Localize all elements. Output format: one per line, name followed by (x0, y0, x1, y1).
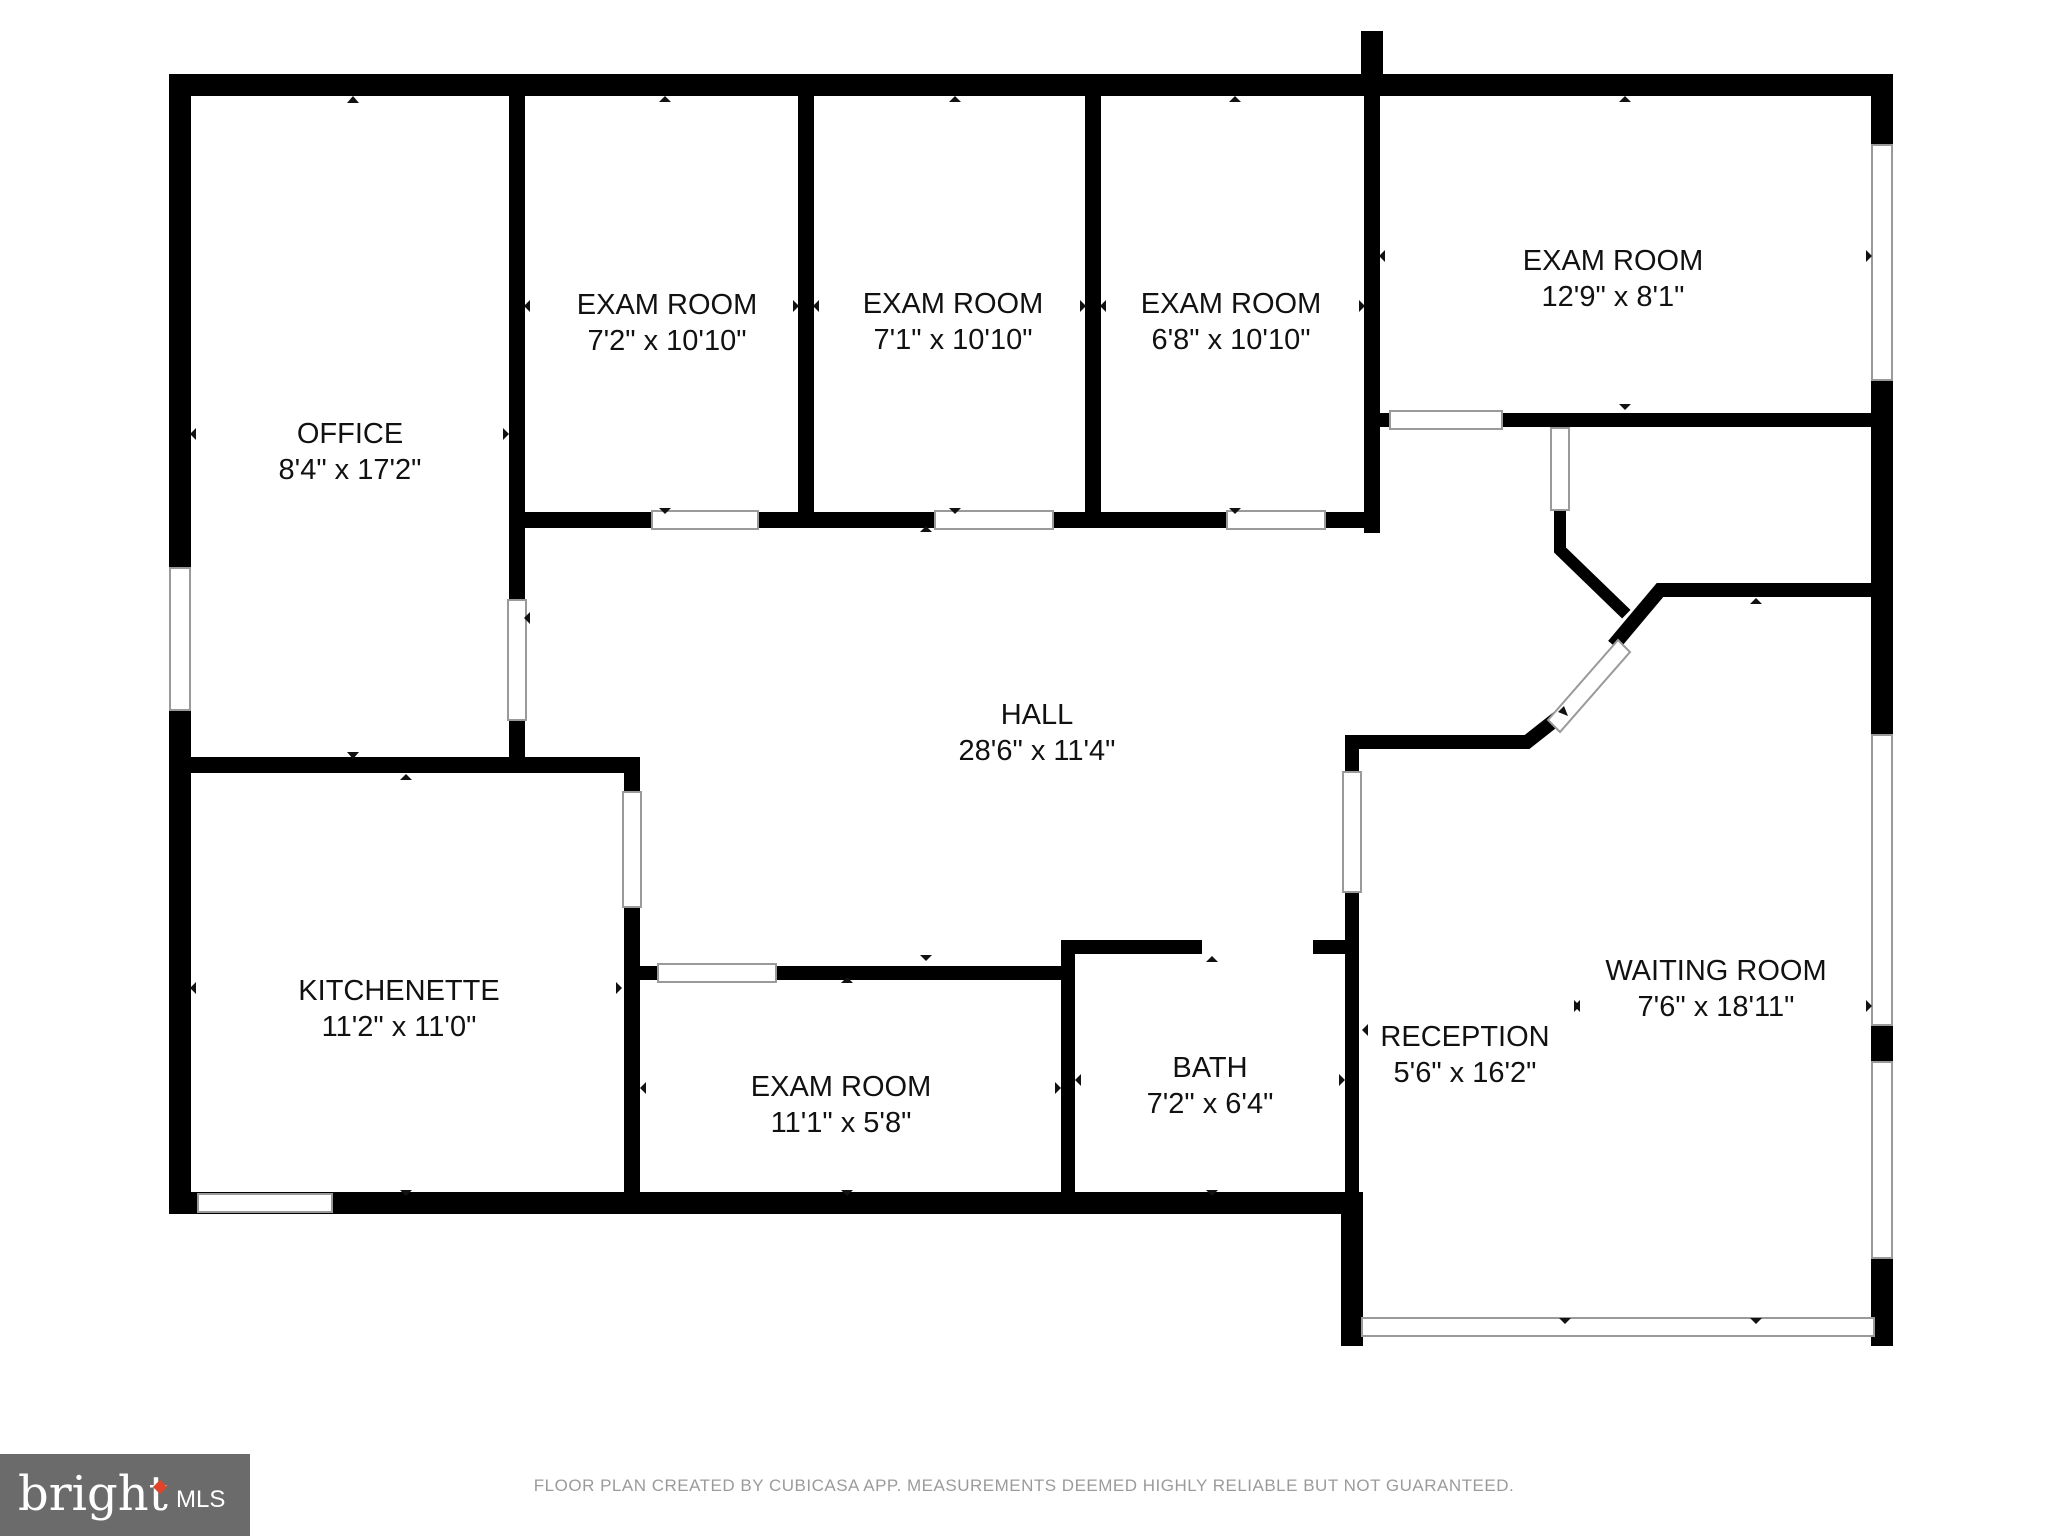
exam2-door-opening (934, 510, 1054, 530)
disclaimer-footer: FLOOR PLAN CREATED BY CUBICASA APP. MEAS… (533, 1476, 1515, 1495)
exam1-name: EXAM ROOM (577, 289, 757, 321)
office-window (169, 567, 191, 711)
kitchenette-window (197, 1193, 333, 1213)
exam2-name: EXAM ROOM (863, 288, 1043, 320)
reception-name: RECEPTION (1380, 1021, 1549, 1053)
waiting-room-size: 7'6" x 18'11" (1638, 991, 1795, 1023)
exam5-name: EXAM ROOM (751, 1071, 931, 1103)
exam4-name: EXAM ROOM (1523, 245, 1703, 277)
reception-size: 5'6" x 16'2" (1394, 1057, 1537, 1089)
office-name: OFFICE (297, 418, 403, 450)
angled-door-opening (1546, 638, 1632, 734)
exam4-size: 12'9" x 8'1" (1542, 281, 1685, 313)
logo-suffix: MLS (176, 1486, 226, 1513)
room-labels: OFFICE 8'4" x 17'2" EXAM ROOM 7'2" x 10'… (279, 245, 1827, 1139)
bath-size: 7'2" x 6'4" (1147, 1088, 1274, 1120)
hall-size: 28'6" x 11'4" (959, 735, 1116, 767)
waiting-window-2 (1871, 1061, 1893, 1259)
closet-door-opening (1550, 427, 1570, 511)
exam3-name: EXAM ROOM (1141, 288, 1321, 320)
exam3-size: 6'8" x 10'10" (1151, 324, 1310, 356)
reception-opening (1342, 771, 1362, 893)
exam1-door-opening (651, 510, 759, 530)
office-door-opening (507, 599, 527, 721)
exam5-size: 11'1" x 5'8" (771, 1107, 912, 1139)
bath-name: BATH (1172, 1052, 1247, 1084)
exam5-door-opening (657, 963, 777, 983)
kitchenette-size: 11'2" x 11'0" (322, 1011, 477, 1043)
exam1-size: 7'2" x 10'10" (587, 325, 746, 357)
office-size: 8'4" x 17'2" (279, 454, 422, 486)
exam2-size: 7'1" x 10'10" (873, 324, 1032, 356)
hall-name: HALL (1001, 699, 1074, 731)
windows-and-doors (169, 144, 1893, 1337)
entrance-glass (1361, 1317, 1875, 1337)
waiting-room-name: WAITING ROOM (1605, 955, 1826, 987)
waiting-window-1 (1871, 734, 1893, 1026)
dimension-markers (190, 96, 1872, 1324)
exam4-door-opening (1389, 410, 1503, 430)
kitchenette-door-opening (622, 791, 642, 908)
logo-wordmark: bright (18, 1466, 168, 1522)
exam3-door-opening (1226, 510, 1326, 530)
walls (169, 31, 1893, 1346)
exam4-window (1871, 144, 1893, 381)
kitchenette-name: KITCHENETTE (298, 975, 499, 1007)
bright-mls-logo[interactable]: bright MLS (0, 1454, 250, 1536)
